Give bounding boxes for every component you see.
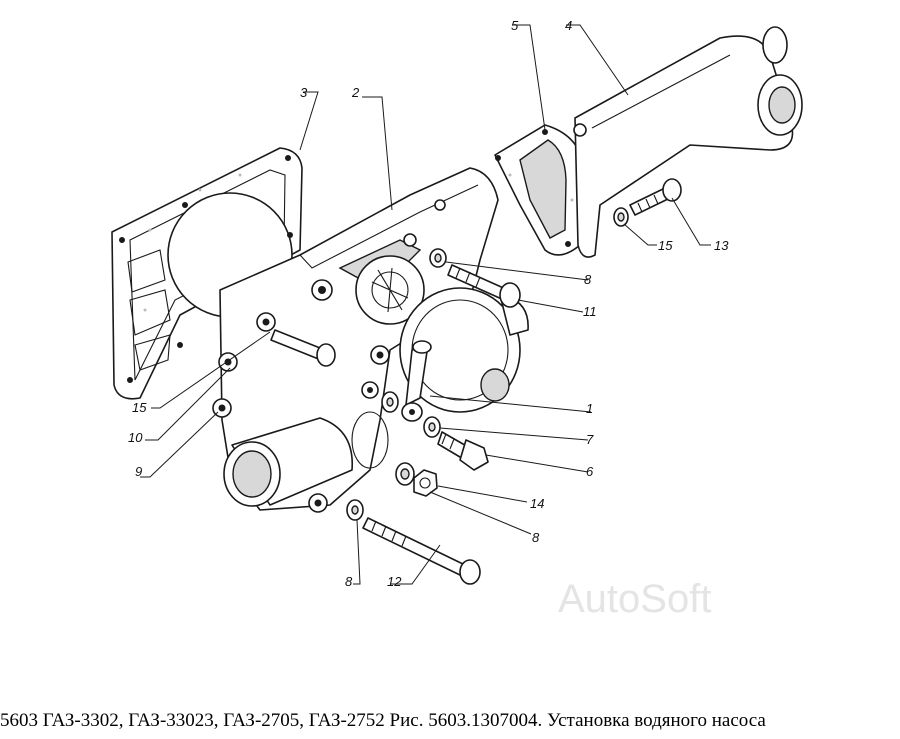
callout-12: 12 [387,574,402,589]
callout-9: 9 [135,464,142,479]
callout-8-lower: 8 [345,574,353,589]
callout-8-middle: 8 [532,530,540,545]
washer-part-8-lower [346,499,364,521]
washer-part-8-middle [395,462,415,486]
pump-housing-part-2 [212,167,499,513]
callout-5: 5 [511,18,519,33]
washer-part-7 [423,416,441,438]
water-pump-assembly-diagram: AutoSoft [111,18,803,621]
callout-15-left: 15 [132,400,147,415]
callout-15-upper: 15 [658,238,673,253]
screw-part-13 [629,178,682,216]
leader-lines [140,24,711,585]
callout-3: 3 [300,85,308,100]
callout-11: 11 [583,304,597,319]
callout-10: 10 [128,430,143,445]
callout-4: 4 [565,18,572,33]
inlet-pipe-part-4 [573,26,803,258]
gasket-part-3 [111,147,303,400]
stud-left [270,329,336,367]
stud-part-11 [447,264,521,308]
watermark: AutoSoft [558,577,711,621]
callout-2: 2 [351,85,360,100]
callout-8-upper: 8 [584,272,592,287]
callout-7: 7 [586,432,594,447]
washer-part-15-upper [613,207,629,227]
washer-part-8-upper [429,248,447,268]
flange-gasket-part-5 [494,124,586,256]
callout-1: 1 [586,401,593,416]
callout-6: 6 [586,464,594,479]
figure-caption: 5603 ГАЗ-3302, ГАЗ-33023, ГАЗ-2705, ГАЗ-… [0,710,766,731]
callout-14: 14 [530,496,544,511]
bolt-part-6 [437,431,489,471]
callout-13: 13 [714,238,729,253]
washer-near-lever [381,391,399,413]
nut-part-14 [413,469,438,497]
bolt-part-12 [362,517,481,585]
lever-part-1 [401,340,432,422]
